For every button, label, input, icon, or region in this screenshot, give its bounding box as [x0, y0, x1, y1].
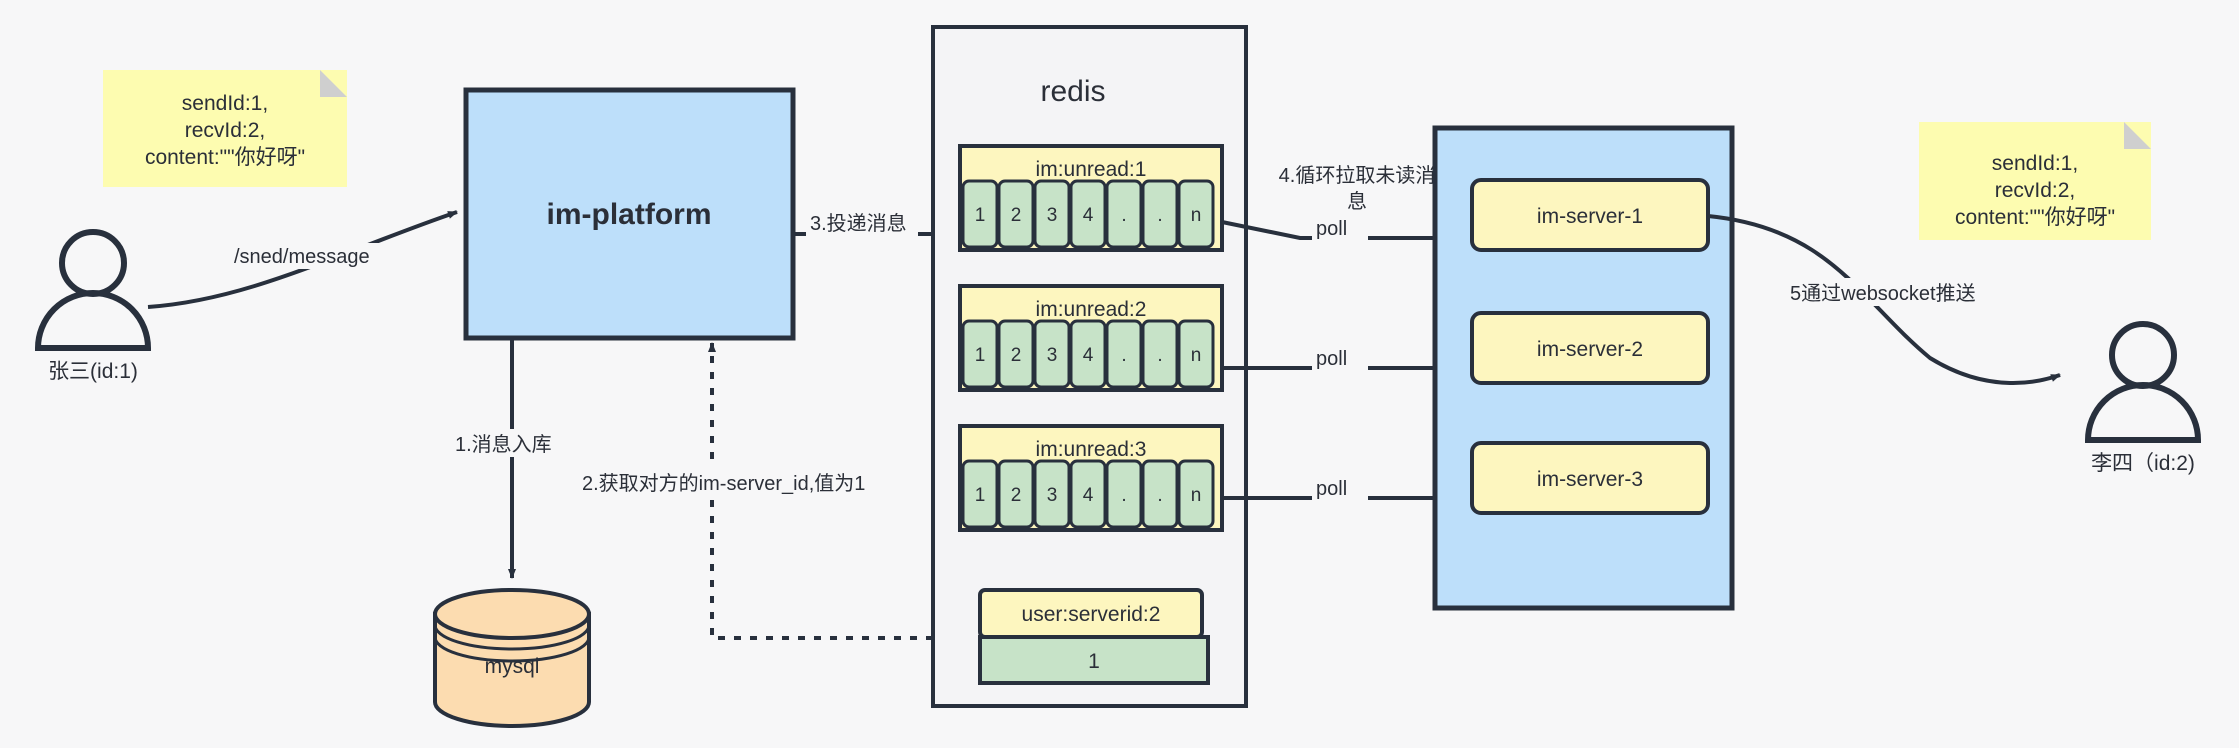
note-right-line-2: recvId:2, [1995, 179, 2076, 202]
edge-deliver-message: 3.投递消息 [793, 208, 953, 238]
edge-poll-2-label: poll [1316, 348, 1347, 370]
edge-fetch-serverid: 2.获取对方的im-server_id,值为1 [578, 342, 933, 640]
redis-cell: 2 [1011, 485, 1022, 506]
redis-cell: n [1191, 485, 1202, 506]
redis-structure-2-key: im:unread:3 [1036, 438, 1147, 461]
edge-websocket-push-label: 5通过websocket推送 [1790, 282, 1976, 305]
edge-fetch-serverid-label: 2.获取对方的im-server_id,值为1 [582, 472, 865, 495]
redis-structure-1[interactable]: im:unread:2 1 2 3 4 . . n [958, 284, 1224, 392]
redis-structure-1-cells: 1 2 3 4 . . n [961, 319, 1215, 389]
redis-cell: . [1157, 345, 1162, 366]
redis-cell: . [1121, 485, 1126, 506]
redis-cell: 4 [1083, 485, 1094, 506]
edge-deliver-message-label: 3.投递消息 [810, 212, 907, 235]
note-left-line-3: content:""你好呀" [145, 146, 305, 169]
person-icon [34, 229, 152, 351]
redis-cell: 1 [975, 205, 986, 226]
redis-cell: . [1121, 345, 1126, 366]
node-mysql[interactable]: mysql [433, 588, 591, 728]
note-right: sendId:1, recvId:2, content:""你好呀" [1919, 122, 2151, 240]
note-right-line-3: content:""你好呀" [1955, 206, 2115, 229]
redis-cell: . [1157, 205, 1162, 226]
redis-structure-1-key: im:unread:2 [1036, 298, 1147, 321]
edge-store-message: 1.消息入库 [450, 338, 592, 579]
redis-cell: n [1191, 345, 1202, 366]
node-im-server-group[interactable]: im-server-1 im-server-2 im-server-3 [1432, 125, 1735, 611]
redis-structure-2-cells: 1 2 3 4 . . n [961, 459, 1215, 529]
edge-send-message-label: /sned/message [234, 246, 370, 268]
edge-poll-2: poll [1222, 345, 1471, 372]
redis-cell: 1 [975, 485, 986, 506]
node-im-server-3-label: im-server-3 [1537, 468, 1643, 491]
redis-cell: . [1121, 205, 1126, 226]
edge-poll-loop-label-line-2: 息 [1347, 190, 1367, 213]
node-im-platform-label: im-platform [547, 198, 712, 231]
edge-poll-1: poll [1221, 215, 1471, 242]
edge-send-message: /sned/message [147, 210, 458, 309]
note-right-line-1: sendId:1, [1992, 152, 2078, 175]
edge-poll-loop-label: 4.循环拉取未读消 息 [1252, 160, 1462, 216]
node-redis-title: redis [1040, 75, 1105, 108]
redis-kv-value: 1 [1088, 650, 1100, 673]
redis-cell: 1 [975, 345, 986, 366]
node-im-server-1-label: im-server-1 [1537, 205, 1643, 228]
note-left-line-2: recvId:2, [185, 119, 266, 142]
node-im-server-3[interactable]: im-server-3 [1470, 441, 1710, 515]
note-left: sendId:1, recvId:2, content:""你好呀" [103, 70, 347, 187]
redis-kv-user-serverid[interactable]: user:serverid:2 1 [978, 588, 1210, 685]
edge-poll-1-label: poll [1316, 218, 1347, 240]
edge-websocket-push: 5通过websocket推送 [1707, 214, 2061, 385]
person-icon [2084, 321, 2202, 443]
redis-cell: 4 [1083, 205, 1094, 226]
actor-sender-label: 张三(id:1) [48, 360, 138, 383]
node-mysql-label: mysql [485, 655, 540, 678]
redis-structure-0-key: im:unread:1 [1036, 158, 1147, 181]
actor-receiver-label: 李四（id:2) [2091, 452, 2195, 475]
edge-poll-loop-label-line-1: 4.循环拉取未读消 [1279, 164, 1436, 187]
redis-cell: . [1157, 485, 1162, 506]
redis-cell: 3 [1047, 345, 1058, 366]
node-im-platform[interactable]: im-platform [463, 87, 796, 341]
edge-poll-3: poll [1222, 475, 1471, 502]
node-im-server-2-label: im-server-2 [1537, 338, 1643, 361]
node-im-server-2[interactable]: im-server-2 [1470, 311, 1710, 385]
redis-kv-key: user:serverid:2 [1022, 603, 1161, 626]
redis-structure-0[interactable]: im:unread:1 1 2 3 4 . . n [958, 144, 1224, 252]
redis-cell: 2 [1011, 345, 1022, 366]
actor-sender: 张三(id:1) [34, 229, 152, 383]
edge-poll-3-label: poll [1316, 478, 1347, 500]
node-redis[interactable]: redis im:unread:1 1 2 3 4 . . [931, 25, 1248, 708]
node-im-server-1[interactable]: im-server-1 [1470, 178, 1710, 252]
redis-cell: n [1191, 205, 1202, 226]
redis-cell: 4 [1083, 345, 1094, 366]
note-left-line-1: sendId:1, [182, 92, 268, 115]
redis-cell: 3 [1047, 205, 1058, 226]
edge-store-message-label: 1.消息入库 [455, 433, 552, 456]
redis-structure-0-cells: 1 2 3 4 . . n [961, 179, 1215, 249]
redis-structure-2[interactable]: im:unread:3 1 2 3 4 . . n [958, 424, 1224, 532]
redis-cell: 2 [1011, 205, 1022, 226]
redis-cell: 3 [1047, 485, 1058, 506]
actor-receiver: 李四（id:2) [2084, 321, 2202, 475]
